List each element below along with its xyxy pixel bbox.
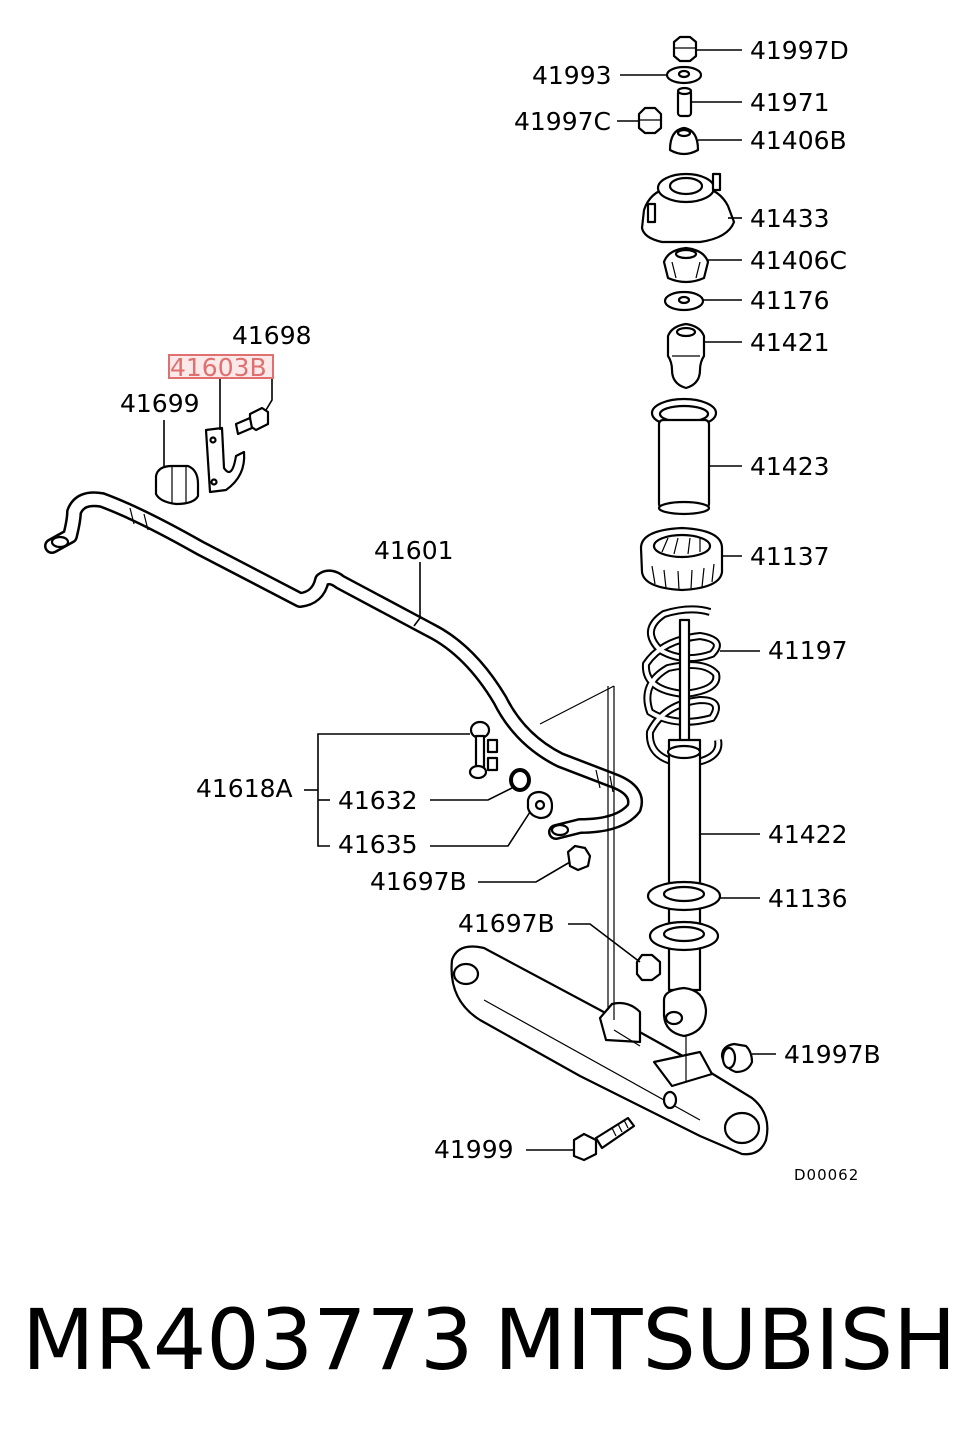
callout-41422: 41422 <box>768 820 848 849</box>
callout-41423: 41423 <box>750 452 830 481</box>
callout-41993: 41993 <box>532 61 612 90</box>
leader-lines <box>163 49 776 1151</box>
callout-41999: 41999 <box>434 1135 514 1164</box>
arm-nut-part <box>635 953 662 982</box>
bar-bushing-part <box>154 464 200 506</box>
callout-41997b: 41997B <box>784 1040 881 1069</box>
dust-cover-part <box>650 397 718 516</box>
coil-spring-part <box>641 605 723 768</box>
link-ring-part <box>509 768 531 792</box>
callout-41421: 41421 <box>750 328 830 357</box>
brand-caption: MITSUBISHI <box>494 1291 960 1389</box>
callout-41137: 41137 <box>750 542 830 571</box>
spring-seat-part <box>639 526 724 592</box>
lower-arm-part <box>450 945 769 1156</box>
link-nut-part <box>566 844 592 872</box>
callout-41635: 41635 <box>338 830 418 859</box>
callout-41697b-link: 41697B <box>370 867 467 896</box>
callout-41406b: 41406B <box>750 126 847 155</box>
arm-bolt-part <box>572 1116 636 1162</box>
highlight-box <box>168 354 274 379</box>
callout-41176: 41176 <box>750 286 830 315</box>
callout-41601: 41601 <box>374 536 454 565</box>
bump-stop-part <box>666 322 706 390</box>
callout-41997d: 41997D <box>750 36 849 65</box>
strut-assembly <box>637 35 736 1038</box>
callout-41603b: 41603B <box>170 353 267 382</box>
callout-41618a: 41618A <box>196 774 293 803</box>
callout-41632: 41632 <box>338 786 418 815</box>
part-number-caption: MR403773 <box>22 1291 474 1389</box>
flange-nut-part <box>720 1042 754 1074</box>
callout-41406c: 41406C <box>750 246 847 275</box>
lower-washer-part <box>663 290 705 312</box>
callout-41997c: 41997C <box>514 107 611 136</box>
callout-41697b-arm: 41697B <box>458 909 555 938</box>
callout-41698: 41698 <box>232 321 312 350</box>
callout-41971: 41971 <box>750 88 830 117</box>
stabilizer-link-part <box>468 720 499 780</box>
exploded-parts-diagram: 41997D 41993 41971 41997C 41406B 41433 4… <box>44 35 881 1184</box>
shock-absorber-part <box>662 618 708 1038</box>
bracket-bolt-part <box>234 406 270 436</box>
callout-41699: 41699 <box>120 389 200 418</box>
strut-mount-part <box>640 172 736 244</box>
callout-41433: 41433 <box>750 204 830 233</box>
top-nut-part <box>672 35 698 63</box>
callout-41197: 41197 <box>768 636 848 665</box>
stabilizer-bar-part <box>44 491 643 840</box>
lower-bushing-part <box>662 246 710 284</box>
lower-spring-seat-part <box>646 880 722 952</box>
link-bushing-part <box>526 790 554 820</box>
upper-bushing-part <box>668 126 700 156</box>
washer-part <box>665 65 703 85</box>
collar-part <box>676 86 693 118</box>
callout-41136: 41136 <box>768 884 848 913</box>
callout-labels: 41997D 41993 41971 41997C 41406B 41433 4… <box>120 36 881 1184</box>
bar-bracket-part <box>204 426 246 494</box>
side-nut-part <box>637 106 663 135</box>
drawing-code: D00062 <box>794 1166 859 1184</box>
